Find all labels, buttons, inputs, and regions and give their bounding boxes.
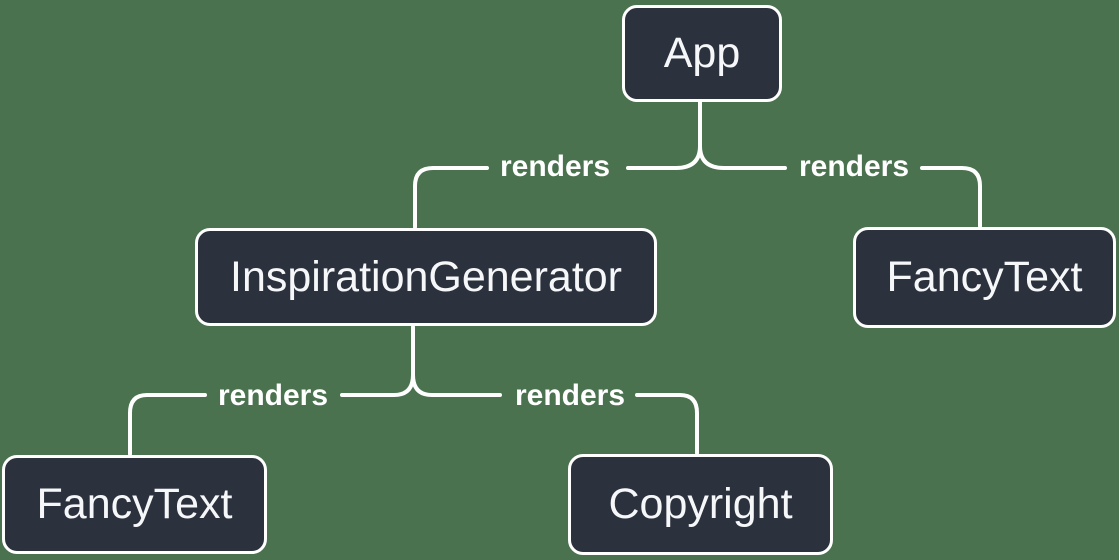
edge-label-renders-ig-copyright: renders [514, 379, 626, 412]
node-inspiration-generator-label: InspirationGenerator [230, 252, 622, 301]
edge-drop-fancy-text-left [128, 393, 207, 456]
edge-app-to-inspiration-generator [626, 144, 702, 170]
edge-ig-to-copyright [411, 373, 502, 397]
edge-drop-fancy-text-right [920, 166, 982, 228]
edge-drop-copyright [635, 393, 699, 455]
node-fancy-text-left-label: FancyText [36, 480, 233, 528]
node-copyright-label: Copyright [608, 480, 793, 528]
edge-label-renders-app-ig: renders [499, 150, 611, 183]
node-inspiration-generator: InspirationGenerator [195, 228, 657, 326]
node-fancy-text-right: FancyText [853, 227, 1116, 328]
node-fancy-text-left: FancyText [2, 455, 267, 554]
node-app-label: App [663, 29, 741, 77]
node-fancy-text-right-label: FancyText [886, 253, 1083, 301]
node-copyright: Copyright [568, 454, 833, 555]
edge-label-renders-ig-fancytext: renders [217, 379, 329, 412]
edge-label-renders-app-fancytext: renders [798, 150, 910, 183]
edge-drop-inspiration-generator [413, 166, 489, 229]
edge-app-to-fancy-text [698, 144, 787, 170]
node-app: App [622, 5, 782, 102]
edge-ig-to-fancy-text [340, 373, 415, 397]
